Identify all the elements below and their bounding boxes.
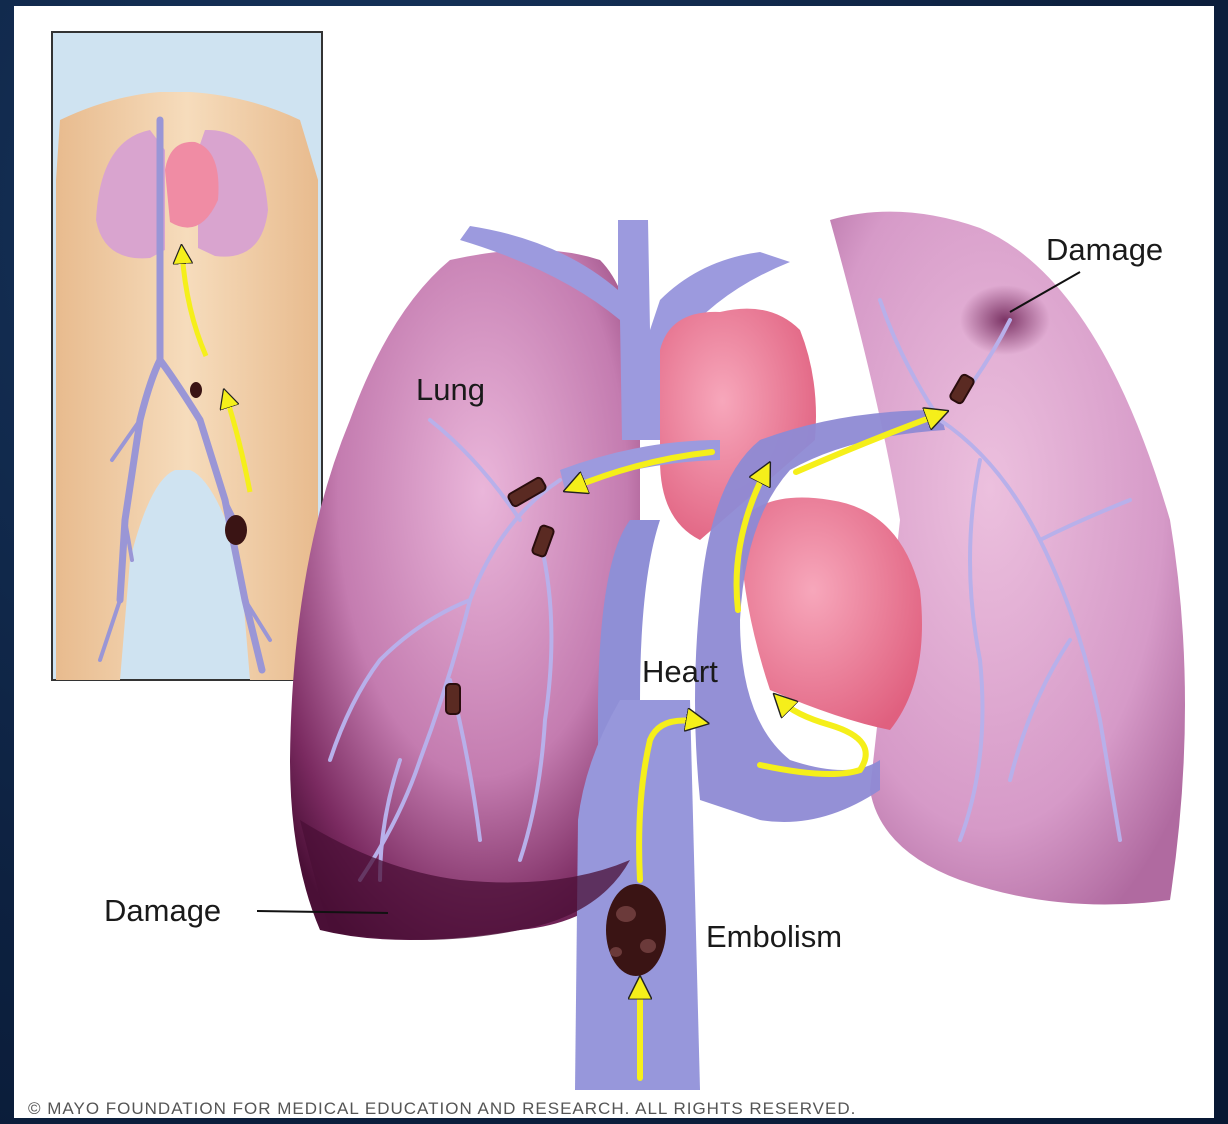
heart-label: Heart	[642, 654, 718, 690]
inset-clot-large	[225, 515, 247, 545]
main-illustration	[257, 212, 1185, 1090]
damage-label-upper: Damage	[1046, 232, 1163, 268]
copyright-notice: © MAYO FOUNDATION FOR MEDICAL EDUCATION …	[28, 1099, 856, 1119]
heart	[740, 498, 922, 731]
lung-label: Lung	[416, 372, 485, 408]
inset-clot-small	[190, 382, 202, 398]
embolism-clot	[606, 884, 666, 976]
clot-left-lower	[446, 684, 460, 714]
body-inset	[52, 32, 322, 680]
embolism-label: Embolism	[706, 919, 842, 955]
damage-region-upper	[960, 285, 1050, 355]
damage-label-lower: Damage	[104, 893, 221, 929]
